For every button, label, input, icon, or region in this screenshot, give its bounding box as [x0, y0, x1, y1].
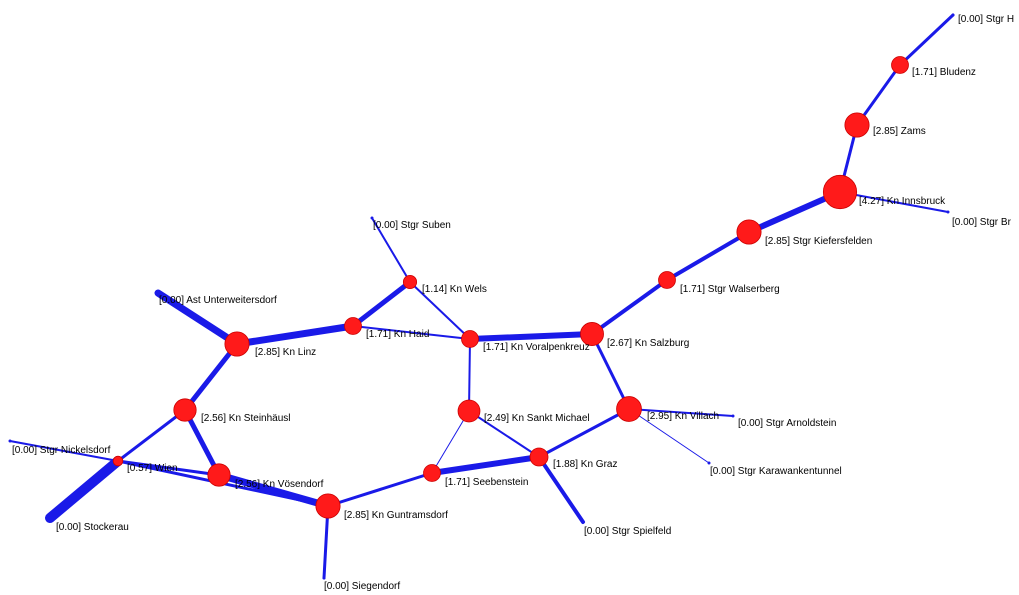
- node-label-arnoldstein: [0.00] Stgr Arnoldstein: [738, 418, 836, 429]
- node-siegendorf[interactable]: [322, 576, 326, 580]
- node-label-graz: [1.88] Kn Graz: [553, 459, 617, 470]
- edge-layer: [9, 13, 955, 580]
- edge-kiefersfelden-walserberg: [665, 230, 751, 282]
- node-label-seebenstein: [1.71] Seebenstein: [445, 477, 528, 488]
- node-nickelsdorf[interactable]: [8, 439, 12, 443]
- edge-seebenstein-sankt_michael: [431, 410, 470, 474]
- node-stgr_h[interactable]: [951, 13, 955, 17]
- node-label-steinhausl: [2.56] Kn Steinhäusl: [201, 413, 291, 424]
- node-suben[interactable]: [370, 216, 374, 220]
- edge-salzburg-voralpenkreuz: [467, 331, 595, 342]
- edge-seebenstein-graz: [429, 454, 542, 476]
- edge-voralpenkreuz-wels: [409, 281, 471, 340]
- node-sankt_michael[interactable]: [457, 399, 481, 423]
- edge-innsbruck-stgr_br: [839, 191, 949, 213]
- node-label-zams: [2.85] Zams: [873, 126, 926, 137]
- edge-stgr_h-bludenz: [898, 13, 955, 67]
- node-stgr_br[interactable]: [946, 210, 950, 214]
- node-zams[interactable]: [844, 112, 870, 138]
- node-label-villach: [2.95] Kn Villach: [647, 411, 719, 422]
- node-label-karawankentunnel: [0.00] Stgr Karawankentunnel: [710, 466, 842, 477]
- node-label-sankt_michael: [2.49] Kn Sankt Michael: [484, 413, 590, 424]
- node-guntramsdorf[interactable]: [315, 493, 341, 519]
- node-label-haid: [1.71] Kn Haid: [366, 329, 429, 340]
- node-label-suben: [0.00] Stgr Suben: [373, 220, 451, 231]
- node-steinhausl[interactable]: [173, 398, 197, 422]
- node-label-siegendorf: [0.00] Siegendorf: [324, 581, 400, 592]
- node-seebenstein[interactable]: [423, 464, 441, 482]
- node-karawankentunnel[interactable]: [707, 461, 711, 465]
- node-label-unterweitersdorf: [0.00] Ast Unterweitersdorf: [159, 295, 277, 306]
- node-vosendorf[interactable]: [207, 463, 231, 487]
- node-kiefersfelden[interactable]: [736, 219, 762, 245]
- node-label-stgr_h: [0.00] Stgr H: [958, 14, 1014, 25]
- edge-wels-haid: [350, 279, 413, 329]
- edge-walserberg-salzburg: [590, 278, 669, 336]
- node-label-stockerau: [0.00] Stockerau: [56, 522, 129, 533]
- node-innsbruck[interactable]: [822, 174, 858, 210]
- node-label-bludenz: [1.71] Bludenz: [912, 67, 976, 78]
- node-label-wels: [1.14] Kn Wels: [422, 284, 487, 295]
- edge-steinhausl-vosendorf: [182, 407, 222, 478]
- node-label-spielfeld: [0.00] Stgr Spielfeld: [584, 526, 671, 537]
- node-bludenz[interactable]: [891, 56, 909, 74]
- node-label-guntramsdorf: [2.85] Kn Guntramsdorf: [344, 510, 448, 521]
- node-wien[interactable]: [112, 455, 124, 467]
- edge-villach-karawankentunnel: [628, 408, 710, 464]
- node-label-salzburg: [2.67] Kn Salzburg: [607, 338, 689, 349]
- edge-guntramsdorf-seebenstein: [326, 471, 434, 508]
- edge-nickelsdorf-wien: [9, 440, 119, 462]
- node-label-wien: [0.57] Wien: [127, 463, 178, 474]
- node-arnoldstein[interactable]: [731, 414, 735, 418]
- node-label-vosendorf: [2.56] Kn Vösendorf: [235, 479, 324, 490]
- edge-vosendorf-guntramsdorf: [215, 471, 332, 510]
- node-voralpenkreuz[interactable]: [461, 330, 479, 348]
- node-walserberg[interactable]: [658, 271, 676, 289]
- node-salzburg[interactable]: [580, 322, 604, 346]
- edge-graz-villach: [537, 407, 631, 459]
- node-spielfeld[interactable]: [581, 520, 585, 524]
- node-unterweitersdorf[interactable]: [156, 291, 160, 295]
- node-stockerau[interactable]: [48, 516, 52, 520]
- node-villach[interactable]: [616, 396, 642, 422]
- edge-voralpenkreuz-sankt_michael: [468, 338, 471, 412]
- node-label-walserberg: [1.71] Stgr Walserberg: [680, 284, 780, 295]
- node-graz[interactable]: [529, 447, 549, 467]
- edge-voralpenkreuz-haid: [352, 325, 471, 340]
- node-haid[interactable]: [344, 317, 362, 335]
- edge-unterweitersdorf-linz: [154, 289, 241, 348]
- node-label-nickelsdorf: [0.00] Stgr Nickelsdorf: [12, 445, 111, 456]
- edge-haid-linz: [233, 322, 357, 348]
- edge-sankt_michael-graz: [468, 410, 540, 458]
- node-label-innsbruck: [4.27] Kn Innsbruck: [859, 196, 946, 207]
- node-wels[interactable]: [402, 274, 418, 290]
- edge-steinhausl-wien: [116, 408, 187, 463]
- node-label-voralpenkreuz: [1.71] Kn Voralpenkreuz: [483, 342, 590, 353]
- node-label-linz: [2.85] Kn Linz: [255, 347, 316, 358]
- edge-wien-stockerau: [45, 456, 123, 523]
- edge-suben-wels: [371, 217, 411, 283]
- edge-graz-spielfeld: [537, 455, 585, 524]
- node-label-kiefersfelden: [2.85] Stgr Kiefersfelden: [765, 236, 872, 247]
- node-linz[interactable]: [224, 331, 250, 357]
- label-layer: [0.00] Stgr H [1.71] Bludenz [2.85] Zams [4…: [12, 14, 1014, 592]
- edge-villach-arnoldstein: [628, 408, 734, 417]
- edge-salzburg-villach: [590, 332, 631, 411]
- node-label-stgr_br: [0.00] Stgr Br: [952, 217, 1012, 228]
- node-layer: [8, 13, 955, 580]
- edge-linz-steinhausl: [182, 341, 240, 413]
